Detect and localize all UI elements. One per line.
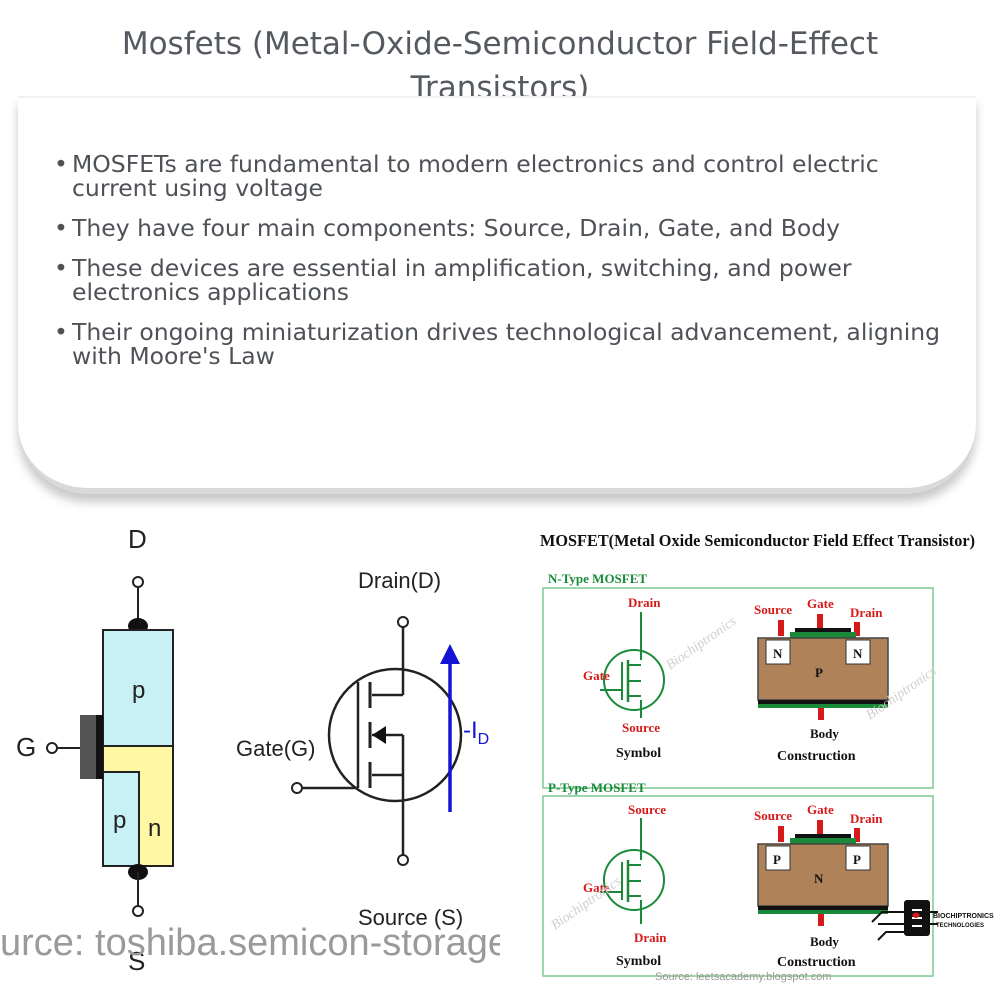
watermark: Biochiptronics xyxy=(664,614,740,674)
current-arrow-head xyxy=(440,644,460,664)
mosfet-types-diagram: MOSFET(Metal Oxide Semiconductor Field E… xyxy=(540,531,994,983)
drain-terminal xyxy=(132,576,144,588)
ntype-symbol-caption: Symbol xyxy=(616,746,661,761)
ptype-sym-drain: Drain xyxy=(634,930,667,945)
ptype-title: P-Type MOSFET xyxy=(548,780,646,795)
gate-plate xyxy=(96,715,103,779)
ptype-c-gate: Gate xyxy=(807,802,834,817)
ntype-gate-metal xyxy=(795,628,851,632)
ntype-body-oxide xyxy=(758,704,888,708)
bullet-item: They have four main components: Source, … xyxy=(46,216,946,240)
ntype-body-pin xyxy=(818,708,824,720)
ntype-well-left-label: N xyxy=(773,646,783,661)
ntype-sym-drain: Drain xyxy=(628,595,661,610)
right-heading: MOSFET(Metal Oxide Semiconductor Field E… xyxy=(540,531,975,550)
ptype-symbol-caption: Symbol xyxy=(616,954,661,969)
bullet-item: MOSFETs are fundamental to modern electr… xyxy=(46,152,946,200)
ptype-body: Body xyxy=(810,934,839,949)
ntype-c-source: Source xyxy=(754,602,792,617)
drain-label: Drain(D) xyxy=(358,568,441,593)
gate-oxide xyxy=(80,715,96,779)
mosfet-symbol-diagram: Drain(D) Gate(G) Source (S) -ID xyxy=(236,568,489,930)
ntype-title: N-Type MOSFET xyxy=(548,571,647,586)
biochiptronics-logo: BIOCHIPTRONICS TECHNOLOGIES xyxy=(871,900,994,941)
ntype-construction-caption: Construction xyxy=(777,749,856,764)
summary-card: MOSFETs are fundamental to modern electr… xyxy=(18,96,976,494)
logo-line1: BIOCHIPTRONICS xyxy=(933,913,994,920)
label-p-bottom: p xyxy=(113,807,126,834)
ptype-well-right xyxy=(845,845,871,871)
ptype-c-drain: Drain xyxy=(850,811,883,826)
ntype-frame xyxy=(542,587,934,789)
ptype-oxide xyxy=(790,838,856,844)
label-n: n xyxy=(148,815,161,842)
ptype-well-left-label: P xyxy=(773,852,781,867)
source-terminal xyxy=(132,905,144,917)
ptype-well-left xyxy=(765,845,791,871)
ntype-well-right-label: N xyxy=(853,646,863,661)
left-source-caption: urce: toshiba.semicon-storage.c xyxy=(0,922,500,964)
ntype-well-right xyxy=(845,639,871,665)
ptype-gate-pin xyxy=(817,820,823,834)
ptype-well-right-label: P xyxy=(853,852,861,867)
source-node xyxy=(397,854,409,866)
ntype-source-pin xyxy=(778,620,784,636)
ptype-c-source: Source xyxy=(754,808,792,823)
ntype-body: Body xyxy=(810,726,839,741)
bullet-item: Their ongoing miniaturization drives tec… xyxy=(46,320,946,368)
ptype-substrate-label: N xyxy=(814,871,824,886)
structure-diagram: D p p n G S xyxy=(16,524,174,976)
label-p-top: p xyxy=(132,677,145,704)
ptype-sym-gate: Gate xyxy=(583,880,610,895)
ntype-sym-gate: Gate xyxy=(583,668,610,683)
gate-node xyxy=(291,782,303,794)
ntype-sym-source: Source xyxy=(622,720,660,735)
ptype-construction-caption: Construction xyxy=(777,955,856,970)
gate-terminal xyxy=(46,742,58,754)
ptype-sym-source: Source xyxy=(628,802,666,817)
bullet-item: These devices are essential in amplifica… xyxy=(46,256,946,304)
ntype-substrate-label: P xyxy=(815,665,823,680)
drain-node xyxy=(397,616,409,628)
ptype-drain-pin xyxy=(854,828,860,842)
current-label: -ID xyxy=(463,717,489,748)
channel-arrow xyxy=(372,726,386,744)
ntype-symbol-circle xyxy=(603,649,665,711)
bullet-list: MOSFETs are fundamental to modern electr… xyxy=(46,152,946,384)
label-s: S xyxy=(128,946,145,976)
ntype-gate-pin xyxy=(817,614,823,628)
page-title: Mosfets (Metal-Oxide-Semiconductor Field… xyxy=(121,26,879,106)
ntype-c-drain: Drain xyxy=(850,605,883,620)
ptype-frame xyxy=(542,795,934,977)
ntype-oxide xyxy=(790,632,856,638)
ptype-source-pin xyxy=(778,826,784,842)
ntype-body-plate xyxy=(758,700,888,704)
right-source-caption: Source: leetsacademy.blogspot.com xyxy=(655,971,832,983)
ntype-well-left xyxy=(765,639,791,665)
ptype-body-plate xyxy=(758,906,888,910)
p-region-bottom xyxy=(102,771,140,867)
gate-label: Gate(G) xyxy=(236,736,315,761)
ntype-drain-pin xyxy=(854,622,860,636)
label-g: G xyxy=(16,732,36,762)
ptype-symbol-circle xyxy=(603,849,665,911)
ptype-gate-metal xyxy=(795,834,851,838)
ntype-c-gate: Gate xyxy=(807,596,834,611)
ptype-body-oxide xyxy=(758,910,888,914)
symbol-circle xyxy=(327,667,463,803)
source-label: Source (S) xyxy=(358,905,463,930)
label-d: D xyxy=(128,524,147,554)
ptype-body-pin xyxy=(818,914,824,926)
logo-line2: TECHNOLOGIES xyxy=(936,923,984,929)
